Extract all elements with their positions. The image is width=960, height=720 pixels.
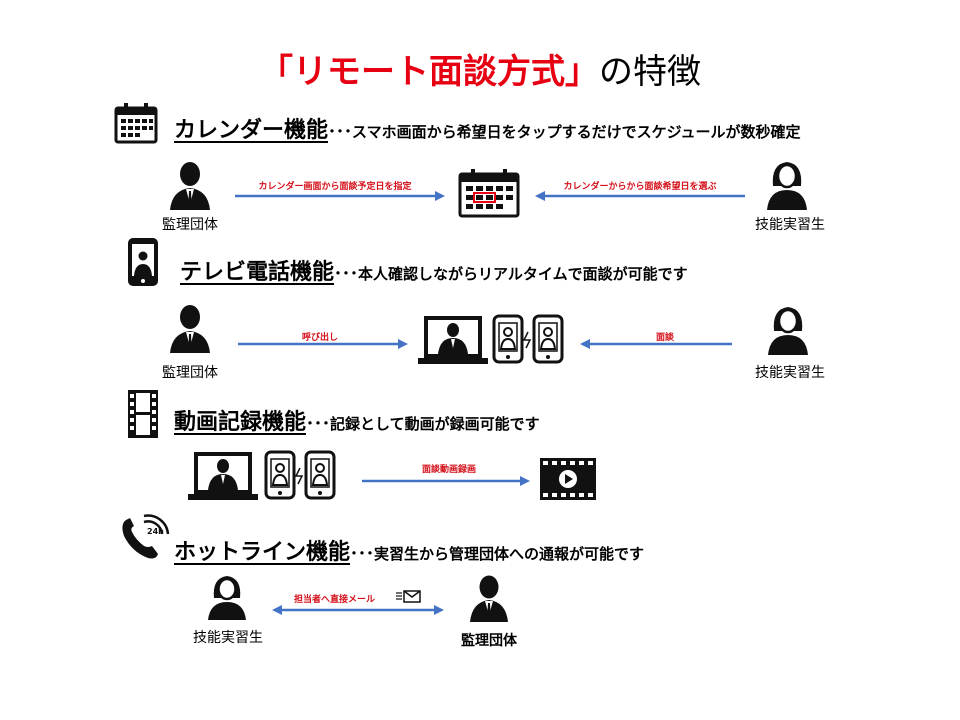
person-female-icon	[768, 307, 808, 355]
arrow-label: 面談	[655, 333, 674, 343]
person-label: 監理団体	[162, 217, 218, 233]
arrow-right	[235, 191, 445, 201]
person-female-icon	[767, 162, 807, 210]
arrow-right	[362, 476, 530, 486]
mail-icon	[396, 590, 421, 603]
arrow-left	[535, 191, 745, 201]
phone-24h-label: 24h	[147, 527, 164, 536]
section-hotline-heading: ホットライン機能･･･実習生から管理団体への通報が可能です	[174, 540, 645, 565]
person-label: 技能実習生	[193, 630, 263, 646]
person-male-icon	[170, 305, 210, 353]
section-recording-heading: 動画記録機能･･･記録として動画が録画可能です	[174, 410, 540, 435]
calendar-icon	[458, 169, 520, 218]
film-icon	[128, 390, 158, 438]
section-videocall-heading: テレビ電話機能･･･本人確認しながらリアルタイムで面談が可能です	[180, 260, 688, 285]
person-label: 監理団体	[461, 633, 517, 649]
smartphone-video-icon	[128, 238, 158, 286]
smartphones-pair-icon	[492, 314, 564, 364]
calendar-icon	[114, 103, 158, 144]
arrow-label: 呼び出し	[301, 333, 338, 343]
laptop-video-icon	[418, 316, 488, 364]
arrow-right	[238, 339, 408, 349]
arrow-left	[580, 339, 732, 349]
person-label: 技能実習生	[755, 217, 825, 233]
person-male-icon	[170, 162, 210, 210]
arrow-label: 担当者へ直接メール	[294, 595, 376, 605]
arrow-label: カレンダーからから面談希望日を選ぶ	[563, 182, 717, 192]
page-title: 「リモート面談方式」の特徴	[259, 52, 701, 92]
person-label: 技能実習生	[755, 365, 825, 381]
arrow-label: 面談動画録画	[421, 465, 476, 475]
phone-24h-icon: 24h	[122, 514, 170, 559]
arrow-bidirectional	[272, 605, 444, 615]
section-calendar-heading: カレンダー機能･･･スマホ画面から希望日をタップするだけでスケジュールが数秒確定	[174, 118, 801, 143]
person-female-icon	[208, 576, 246, 620]
person-male-icon	[470, 575, 508, 622]
video-play-icon	[540, 458, 596, 500]
smartphones-pair-icon	[264, 450, 336, 500]
arrow-label: カレンダー画面から面談予定日を指定	[258, 182, 412, 192]
person-label: 監理団体	[162, 365, 218, 381]
laptop-video-icon	[188, 452, 258, 500]
